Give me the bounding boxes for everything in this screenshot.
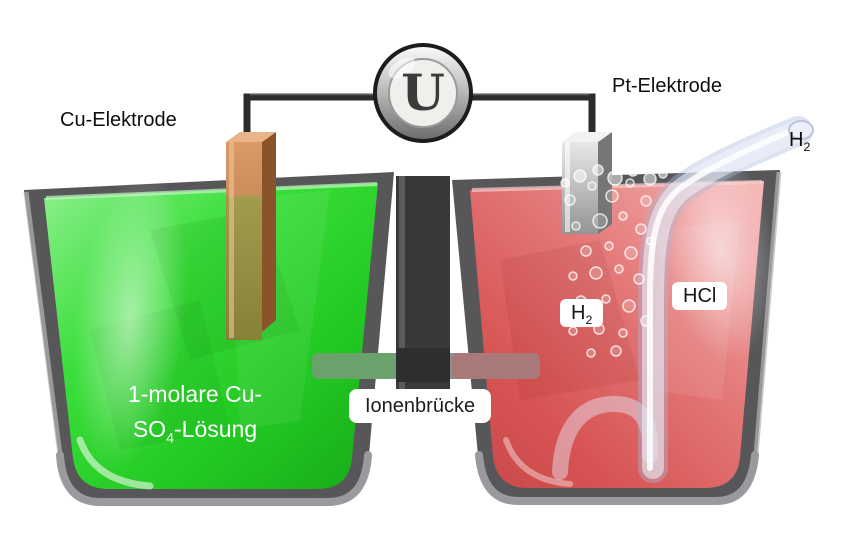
pt-electrode-label-text: Pt-Elektrode <box>612 75 723 97</box>
hcl-pill: HCl <box>672 282 728 310</box>
h2-bubbles <box>560 164 668 358</box>
h2-outlet-label-base: H <box>789 129 804 151</box>
cu-electrode-label-text: Cu-Elektrode <box>60 109 177 131</box>
voltmeter-label-text: U <box>401 63 445 122</box>
left-solution-label: 1-molare Cu- SO4-Lösung <box>85 377 305 457</box>
h2-outlet-label: H2 <box>789 128 810 155</box>
gas-tube <box>552 116 814 483</box>
left-solution-line2-pre: SO <box>132 416 167 442</box>
ion-bridge-pill: Ionenbrücke <box>349 389 492 423</box>
pt-electrode <box>562 132 612 234</box>
voltmeter-label: U <box>373 64 473 122</box>
h2-bubbles-label: H2 <box>560 299 604 328</box>
ion-bridge-label-text: Ionenbrücke <box>365 395 476 417</box>
left-solution-line1: 1-molare Cu- <box>127 381 263 407</box>
h2-bubbles-label-sub: 2 <box>585 313 593 327</box>
left-solution-line2-post: -Lösung <box>174 416 258 442</box>
hcl-label-text: HCl <box>683 285 717 307</box>
h2-bubbles-pill: H2 <box>560 299 604 327</box>
h2-bubbles-label-base: H <box>571 302 586 324</box>
left-solution-line2: SO4-Lösung <box>85 412 305 457</box>
cu-electrode-label: Cu-Elektrode <box>60 108 177 132</box>
voltmeter <box>373 43 473 143</box>
cu-electrode <box>226 132 276 340</box>
salt-bridge <box>312 176 540 392</box>
ion-bridge-label: Ionenbrücke <box>349 389 492 423</box>
right-beaker <box>452 140 782 505</box>
left-solution-line2-sub: 4 <box>166 430 175 447</box>
hcl-label: HCl <box>672 282 728 310</box>
h2-outlet-label-sub: 2 <box>803 140 811 154</box>
pt-electrode-label: Pt-Elektrode <box>612 74 722 98</box>
